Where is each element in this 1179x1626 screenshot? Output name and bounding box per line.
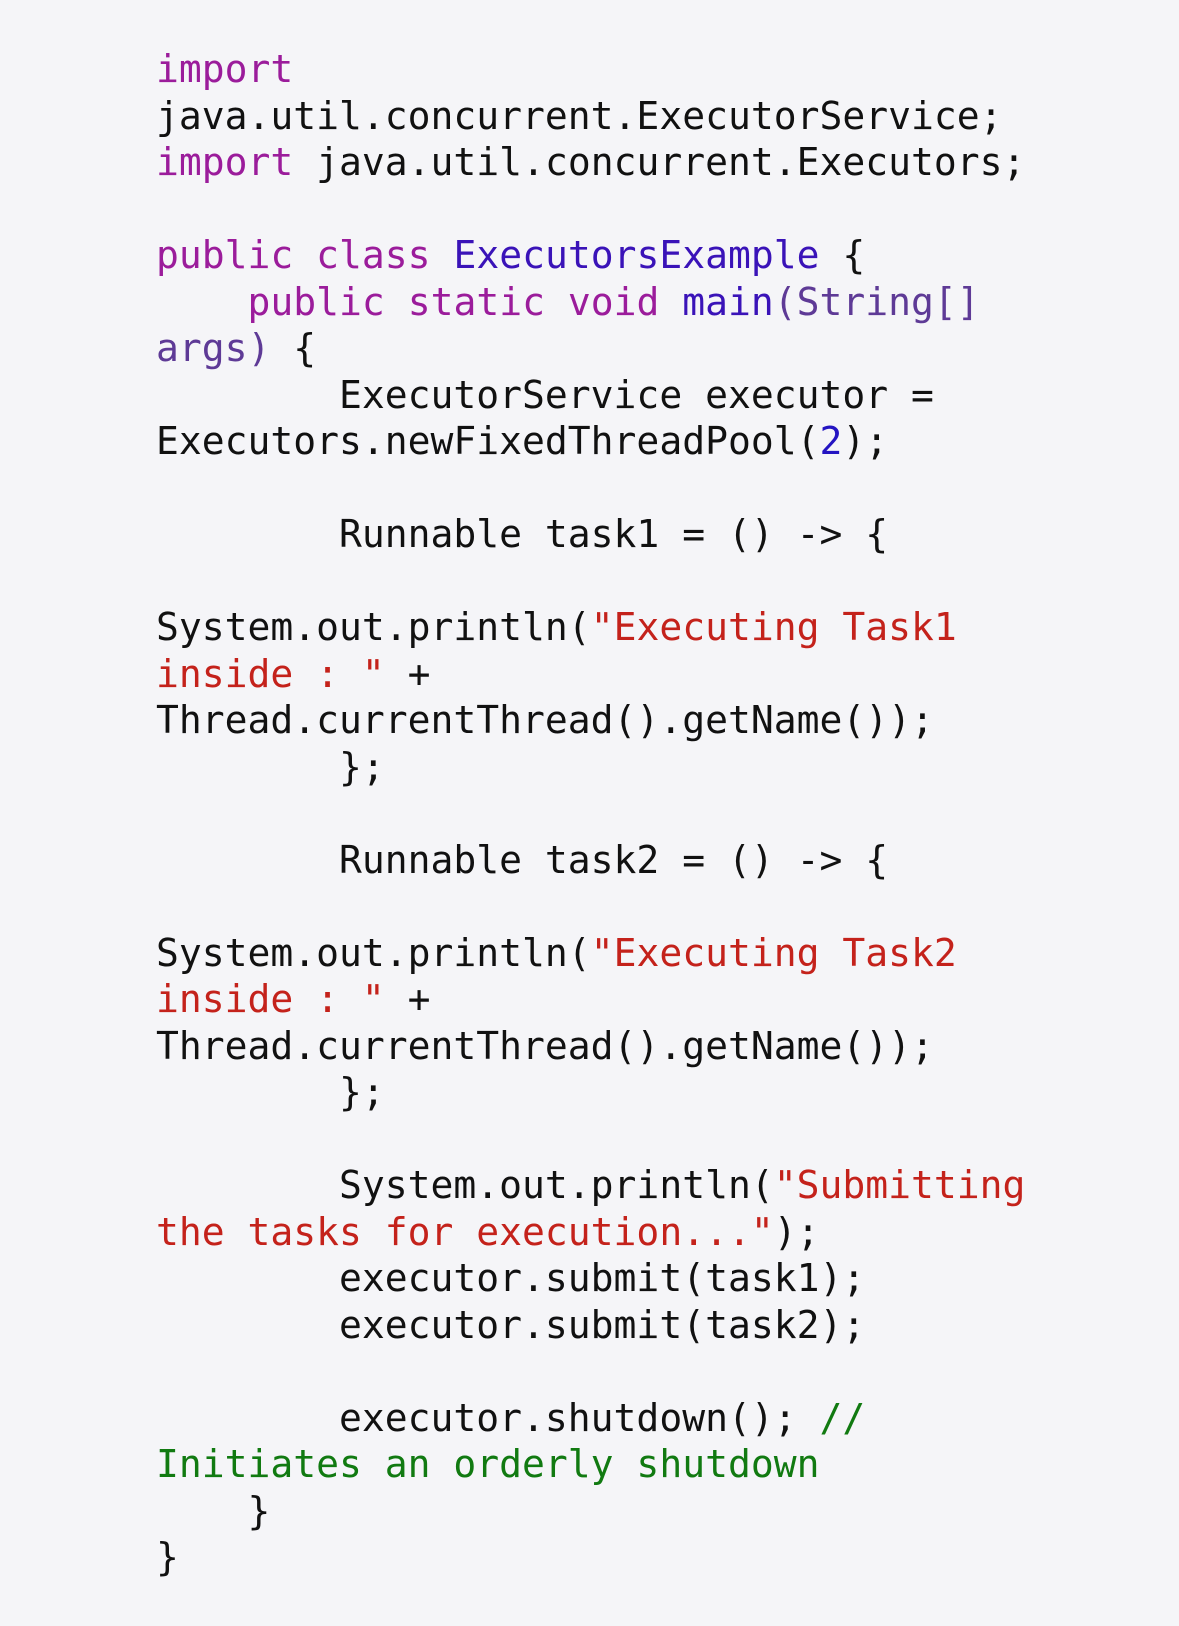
code-line: import xyxy=(156,46,1156,93)
code-line xyxy=(156,465,1156,512)
code-token: 2 xyxy=(819,419,843,463)
code-line: }; xyxy=(156,744,1156,791)
code-line: public class ExecutorsExample { xyxy=(156,232,1156,279)
code-line xyxy=(156,186,1156,233)
code-token: void xyxy=(567,279,660,324)
code-token: java.util.concurrent.Executors; xyxy=(293,140,1026,184)
code-line: inside : " + xyxy=(156,976,1156,1023)
code-token xyxy=(431,233,454,277)
code-token: "Executing Task1 xyxy=(590,605,957,649)
code-token xyxy=(293,233,316,277)
code-token: inside : " xyxy=(156,977,385,1021)
code-token xyxy=(659,280,682,324)
code-token: }; xyxy=(156,744,385,789)
code-token: // xyxy=(819,1395,866,1440)
code-line: Executors.newFixedThreadPool(2); xyxy=(156,418,1156,465)
code-token: main xyxy=(682,279,774,324)
code-line xyxy=(156,790,1156,837)
code-token: Executors.newFixedThreadPool( xyxy=(156,419,820,463)
code-token: executor.submit(task1); xyxy=(156,1256,866,1300)
code-line: inside : " + xyxy=(156,651,1156,698)
code-token: java.util.concurrent.ExecutorService; xyxy=(156,93,1003,138)
code-line: Runnable task2 = () -> { xyxy=(156,837,1156,884)
code-token: } xyxy=(156,1488,271,1533)
code-line: public static void main(String[] xyxy=(156,279,1156,326)
code-line: } xyxy=(156,1534,1156,1581)
code-token: "Submitting xyxy=(773,1163,1026,1207)
code-line: args) { xyxy=(156,325,1156,372)
code-token: ); xyxy=(773,1209,820,1254)
code-token: Thread.currentThread().getName()); xyxy=(156,1023,934,1068)
code-token: Initiates an orderly shutdown xyxy=(156,1442,820,1486)
code-line: executor.shutdown(); // xyxy=(156,1395,1156,1442)
code-token: } xyxy=(156,1535,179,1579)
code-token: static xyxy=(407,279,545,324)
code-token: ExecutorsExample xyxy=(453,233,820,277)
code-token: public xyxy=(247,279,385,324)
code-line: Thread.currentThread().getName()); xyxy=(156,1023,1156,1070)
code-token: Runnable task2 = () -> { xyxy=(156,837,889,882)
code-token: executor.submit(task2); xyxy=(156,1302,866,1347)
code-token: import xyxy=(156,47,294,91)
code-token xyxy=(385,280,408,324)
code-token: System.out.println( xyxy=(156,930,591,975)
code-token xyxy=(156,280,248,324)
code-token: { xyxy=(819,233,866,277)
code-line: Thread.currentThread().getName()); xyxy=(156,697,1156,744)
code-token: { xyxy=(270,326,317,370)
code-line: System.out.println("Executing Task1 xyxy=(156,604,1156,651)
code-token: ExecutorService executor = xyxy=(156,372,934,417)
code-line: the tasks for execution..."); xyxy=(156,1209,1156,1256)
code-token: public xyxy=(156,233,294,277)
code-token: executor.shutdown(); xyxy=(156,1395,820,1440)
code-token: }; xyxy=(156,1070,385,1114)
code-token: Thread.currentThread().getName()); xyxy=(156,698,934,742)
code-token: Runnable task1 = () -> { xyxy=(156,512,889,556)
code-line: ExecutorService executor = xyxy=(156,372,1156,419)
code-token: + xyxy=(384,651,431,696)
code-line: System.out.println("Submitting xyxy=(156,1162,1156,1209)
code-line xyxy=(156,1116,1156,1163)
code-line: java.util.concurrent.ExecutorService; xyxy=(156,93,1156,140)
code-line: executor.submit(task2); xyxy=(156,1302,1156,1349)
code-token: the tasks for execution..." xyxy=(156,1209,774,1254)
code-line: } xyxy=(156,1488,1156,1535)
code-line: Initiates an orderly shutdown xyxy=(156,1441,1156,1488)
code-line: import java.util.concurrent.Executors; xyxy=(156,139,1156,186)
code-token: "Executing Task2 xyxy=(590,930,957,975)
code-token: args) xyxy=(156,326,271,370)
code-token: + xyxy=(384,977,431,1021)
code-token: System.out.println( xyxy=(156,1163,774,1207)
code-line xyxy=(156,558,1156,605)
code-token: (String[] xyxy=(773,279,980,324)
code-token: inside : " xyxy=(156,651,385,696)
code-token: import xyxy=(156,140,294,184)
code-line: }; xyxy=(156,1069,1156,1116)
code-line xyxy=(156,883,1156,930)
code-line: Runnable task1 = () -> { xyxy=(156,511,1156,558)
code-line: System.out.println("Executing Task2 xyxy=(156,930,1156,977)
code-line xyxy=(156,1348,1156,1395)
code-token: System.out.println( xyxy=(156,605,591,649)
code-token: class xyxy=(316,233,431,277)
code-token: ); xyxy=(842,419,889,463)
code-token xyxy=(545,280,568,324)
code-line: executor.submit(task1); xyxy=(156,1255,1156,1302)
